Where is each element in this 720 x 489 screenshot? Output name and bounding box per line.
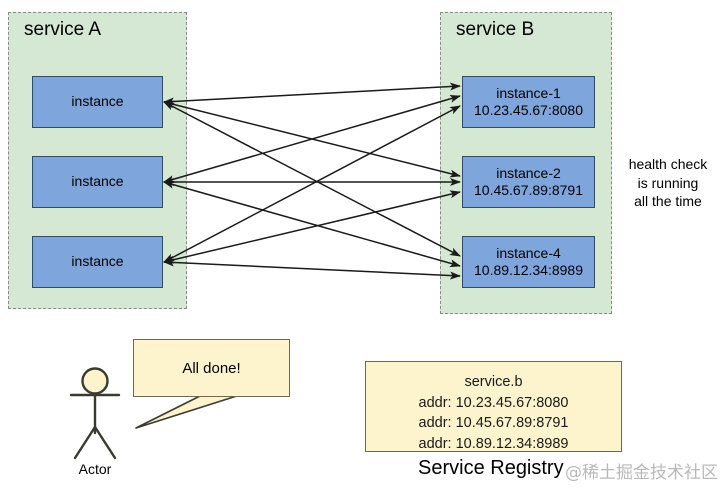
instance-address: 10.23.45.67:8080 — [474, 102, 583, 118]
health-check-line-3: all the time — [634, 193, 702, 210]
instance-address: 10.45.67.89:8791 — [474, 182, 583, 198]
service-registry-content: service.b addr: 10.23.45.67:8080 addr: 1… — [365, 372, 622, 454]
actor-label: Actor — [78, 461, 112, 477]
health-check-line-2: is running — [637, 174, 699, 191]
service-registry-box — [365, 361, 622, 452]
actor-leg-left — [73, 425, 97, 460]
instance-name: instance-2 — [496, 164, 561, 181]
service-b-instance-2[interactable]: instance-2 10.45.67.89:8791 — [462, 156, 595, 208]
service-b-title: service B — [456, 19, 535, 40]
registry-addr-1: addr: 10.23.45.67:8080 — [418, 394, 569, 411]
instance-name: instance — [71, 173, 124, 190]
registry-addr-3: addr: 10.89.12.34:8989 — [418, 435, 569, 452]
service-b-instance-1[interactable]: instance-1 10.23.45.67:8080 — [462, 76, 595, 128]
instance-name: instance — [71, 93, 124, 110]
speech-bubble-text: All done! — [182, 360, 241, 377]
instance-name: instance-1 — [496, 84, 561, 101]
instance-name: instance-4 — [496, 244, 561, 261]
actor-head-icon — [81, 367, 109, 395]
service-b-instance-4[interactable]: instance-4 10.89.12.34:8989 — [462, 236, 595, 288]
actor-leg-right — [93, 425, 117, 460]
service-a-instance-2[interactable]: instance — [32, 156, 163, 208]
instance-name: instance — [71, 253, 124, 270]
service-registry-caption: Service Registry — [418, 457, 564, 479]
registry-addr-2: addr: 10.45.67.89:8791 — [418, 415, 569, 432]
service-a-instance-1[interactable]: instance — [32, 76, 163, 128]
watermark: @稀土掘金技术社区 — [565, 463, 718, 483]
service-a-instance-3[interactable]: instance — [32, 236, 163, 288]
speech-bubble — [133, 339, 290, 397]
service-a-title: service A — [24, 19, 102, 40]
actor-figure — [69, 367, 121, 460]
instance-address: 10.89.12.34:8989 — [474, 262, 583, 278]
registry-service-name: service.b — [464, 374, 523, 390]
speech-bubble-tail — [135, 393, 244, 429]
health-check-note: health check is running all the time — [620, 155, 716, 211]
health-check-line-1: health check — [628, 156, 708, 172]
